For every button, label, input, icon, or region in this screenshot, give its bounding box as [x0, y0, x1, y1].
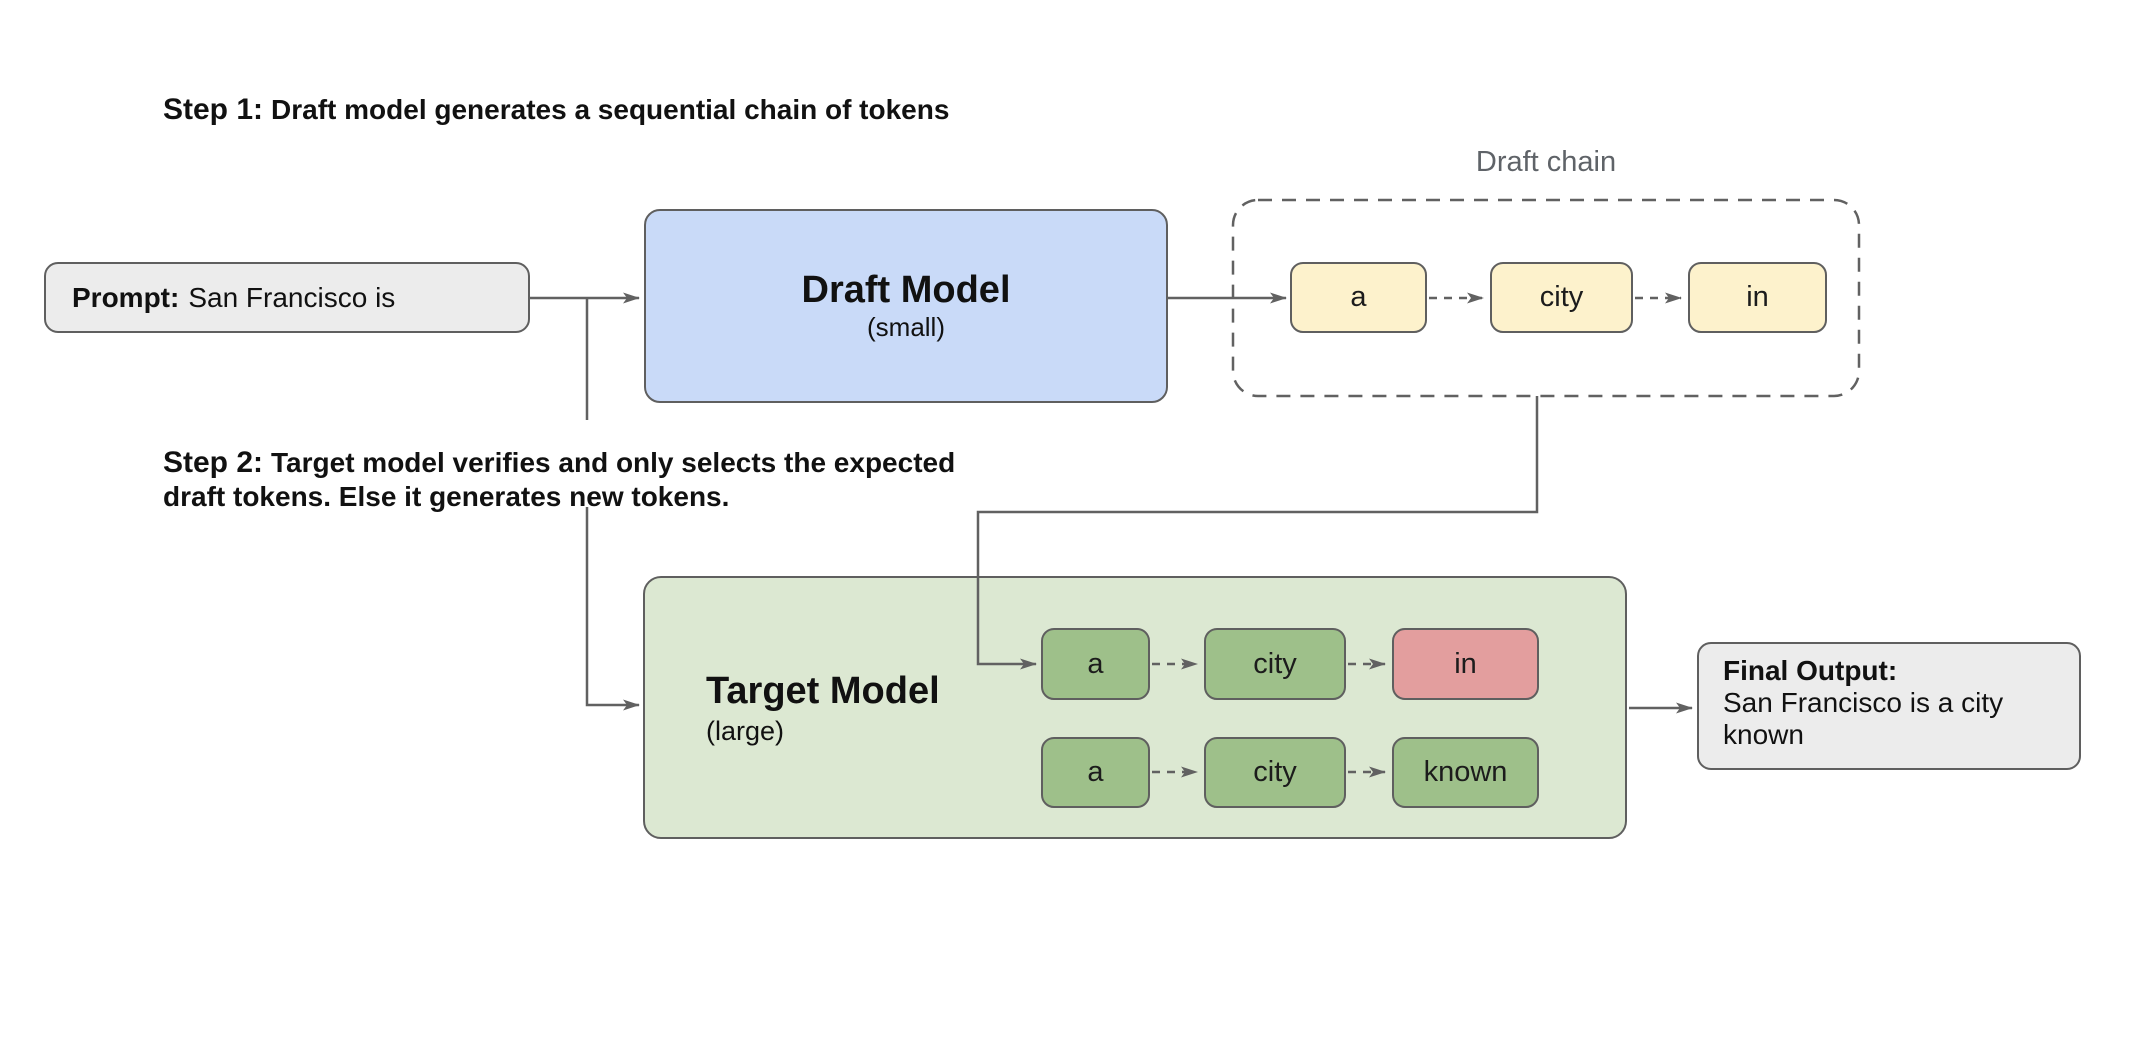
- step1-text: Draft model generates a sequential chain…: [271, 94, 950, 125]
- verify-token-row1-city: city: [1204, 628, 1346, 700]
- step2-label: Step 2:: [163, 446, 264, 479]
- draft-model-box: Draft Model (small): [644, 209, 1168, 403]
- target-model-title: Target Model: [706, 670, 940, 712]
- final-output-box: Final Output: San Francisco is a city kn…: [1697, 642, 2081, 770]
- draft-model-title: Draft Model: [801, 269, 1011, 311]
- verify-token-row1-a: a: [1041, 628, 1150, 700]
- target-model-subtitle: (large): [706, 716, 785, 746]
- prompt-text: San Francisco is: [188, 281, 396, 313]
- step2-text-line1: Target model verifies and only selects t…: [271, 447, 956, 478]
- draft-token-a: a: [1290, 262, 1427, 333]
- verify-token-row1-in-rejected: in: [1392, 628, 1539, 700]
- step1-caption: Step 1:Draft model generates a sequentia…: [163, 91, 949, 129]
- step2-caption: Step 2:Target model verifies and only se…: [163, 446, 955, 514]
- target-model-text: Target Model (large): [706, 670, 940, 747]
- verify-token-row2-a: a: [1041, 737, 1150, 808]
- draft-chain-label: Draft chain: [1475, 146, 1617, 178]
- draft-token-city: city: [1490, 262, 1633, 333]
- prompt-box: Prompt: San Francisco is: [44, 262, 530, 333]
- step1-label: Step 1:: [163, 93, 264, 126]
- step2-text-line2: draft tokens. Else it generates new toke…: [163, 481, 730, 512]
- verify-token-row2-known: known: [1392, 737, 1539, 808]
- final-output-label: Final Output:: [1723, 655, 1898, 686]
- step2-line1: Step 2:Target model verifies and only se…: [163, 446, 955, 480]
- verify-token-row2-city: city: [1204, 737, 1346, 808]
- draft-token-in: in: [1688, 262, 1827, 333]
- final-output-text: San Francisco is a city known: [1723, 687, 2004, 750]
- draft-model-subtitle: (small): [867, 312, 945, 342]
- arrow-branch-to-target: [585, 507, 640, 711]
- prompt-label: Prompt:: [72, 281, 180, 313]
